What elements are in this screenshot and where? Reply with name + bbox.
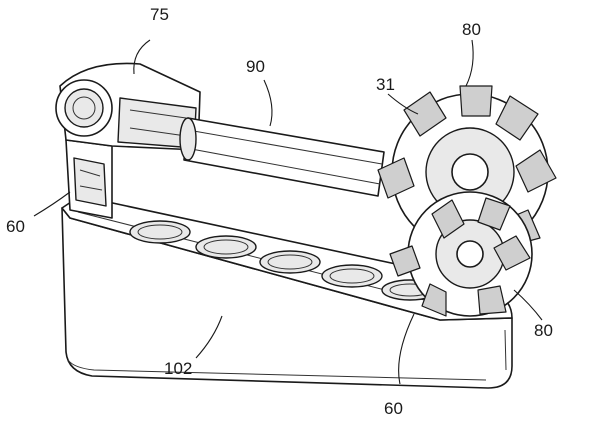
label-80-bottom: 80: [534, 321, 553, 340]
label-90: 90: [246, 57, 265, 76]
label-60-bottom: 60: [384, 399, 403, 418]
reference-labels: 75 90 80 31 60 80 102 60: [6, 5, 553, 418]
shaft: [179, 117, 385, 197]
label-75: 75: [150, 5, 169, 24]
label-80-top: 80: [462, 20, 481, 39]
label-60-left: 60: [6, 217, 25, 236]
label-102: 102: [164, 359, 192, 378]
left-arm: [55, 62, 201, 219]
star-wheel: [377, 85, 557, 317]
label-31: 31: [376, 75, 395, 94]
